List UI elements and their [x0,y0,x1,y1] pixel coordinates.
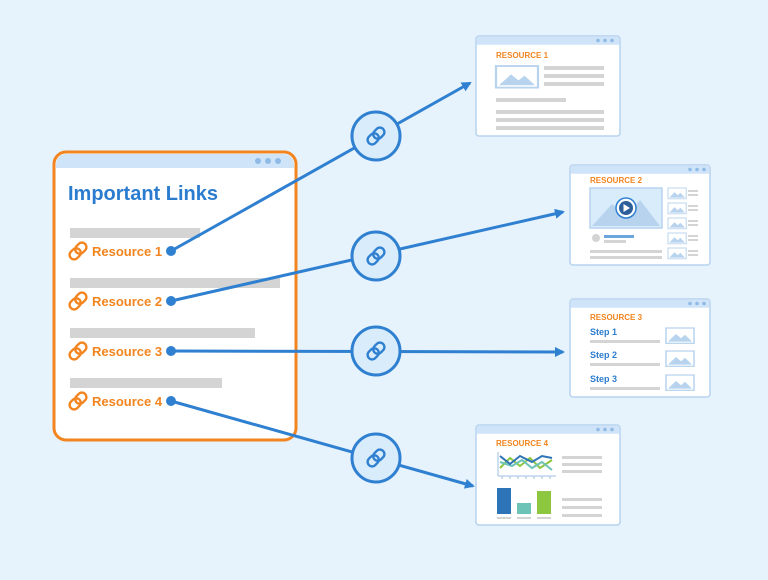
panel-title-bar [56,154,294,168]
resource-title: RESOURCE 4 [496,439,549,448]
bar [517,503,531,514]
text-placeholder-bar [70,228,200,238]
line-series [499,454,553,466]
text-placeholder-bar [70,278,280,288]
line-chart-thumbnail [497,452,556,479]
connector-start-dot [166,346,176,356]
connector-start-dot [166,396,176,406]
image-placeholder-icon [494,64,540,89]
avatar [592,234,600,242]
bar-chart-thumbnail [497,488,551,519]
panel-title: Important Links [68,183,218,205]
connectors [166,81,565,489]
link-badge-1 [350,110,402,162]
link-resource-2[interactable]: Resource 2 [66,289,162,313]
image-placeholder-icon [665,350,695,368]
video-thumbnail-list [667,187,698,260]
important-links-panel: Important Links Resource 1 Resource 2 Re… [52,150,298,442]
resource-1-window: RESOURCE 1 [475,35,621,137]
bar [497,488,511,514]
link-label[interactable]: Resource 4 [92,394,163,409]
window-dot [265,158,271,164]
step-label: Step 2 [590,350,617,360]
connector-arrow-1 [170,81,472,253]
text-placeholder-bar [70,328,255,338]
connector-start-dot [166,246,176,256]
link-resource-3[interactable]: Resource 3 [66,339,162,363]
link-badge-4 [350,432,402,484]
resource-title: RESOURCE 3 [590,313,643,322]
step-label: Step 3 [590,374,617,384]
window-dot [255,158,261,164]
resource-2-window: RESOURCE 2 [569,164,711,266]
resource-title: RESOURCE 1 [496,51,549,60]
resource-3-window: RESOURCE 3 Step 1 Step 2 Step 3 [569,298,711,398]
line-series [499,458,553,471]
image-placeholder-icon [665,374,695,392]
connector-start-dot [166,296,176,306]
link-badge-3 [350,325,402,377]
resource-title: RESOURCE 2 [590,176,643,185]
link-label[interactable]: Resource 2 [92,294,162,309]
step-label: Step 1 [590,327,617,337]
play-icon [615,197,637,219]
link-badge-2 [350,230,402,282]
link-label[interactable]: Resource 1 [92,244,162,259]
link-resource-1[interactable]: Resource 1 [66,239,162,263]
link-resource-4[interactable]: Resource 4 [66,389,163,413]
connector-arrow-4 [170,399,475,489]
resource-4-window: RESOURCE 4 [475,424,621,526]
window-dot [275,158,281,164]
text-placeholder-bar [70,378,222,388]
link-label[interactable]: Resource 3 [92,344,162,359]
bar [537,491,551,514]
image-placeholder-icon [665,327,695,345]
